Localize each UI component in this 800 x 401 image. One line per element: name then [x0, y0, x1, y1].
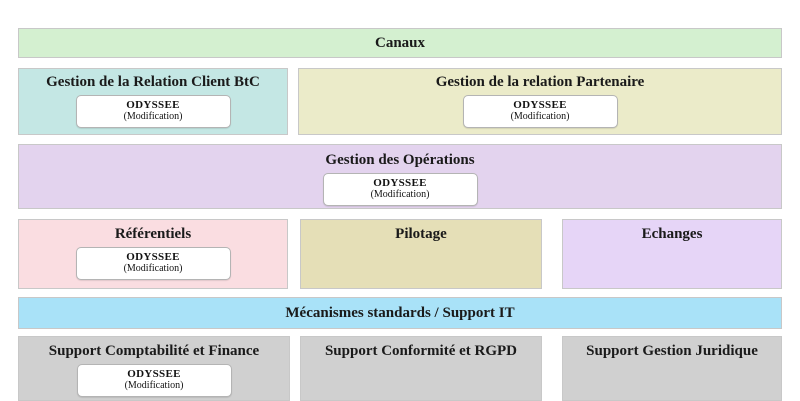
app-box-odyssee-partenaire[interactable]: ODYSSEE (Modification) — [462, 94, 618, 128]
app-name: ODYSSEE — [373, 176, 427, 189]
app-status: (Modification) — [510, 111, 570, 123]
block-support-gestion-juridique-title: Support Gestion Juridique — [586, 343, 758, 359]
column-gap — [542, 219, 562, 289]
row-mecanismes-standards: Mécanismes standards / Support IT — [18, 297, 782, 329]
block-support-comptabilite-finance[interactable]: Support Comptabilité et Finance ODYSSEE … — [18, 336, 290, 401]
app-name: ODYSSEE — [126, 250, 180, 263]
block-canaux[interactable]: Canaux — [18, 28, 782, 58]
block-canaux-title: Canaux — [374, 35, 426, 52]
app-status: (Modification) — [123, 111, 183, 123]
block-pilotage[interactable]: Pilotage — [300, 219, 542, 289]
app-name: ODYSSEE — [126, 98, 180, 111]
block-support-gestion-juridique[interactable]: Support Gestion Juridique — [562, 336, 782, 401]
block-echanges[interactable]: Echanges — [562, 219, 782, 289]
row-operations: Gestion des Opérations ODYSSEE (Modifica… — [18, 144, 782, 209]
block-gestion-relation-partenaire-title: Gestion de la relation Partenaire — [435, 74, 645, 90]
block-referentiels[interactable]: Référentiels ODYSSEE (Modification) — [18, 219, 288, 289]
app-name: ODYSSEE — [127, 367, 181, 380]
app-status: (Modification) — [123, 263, 183, 275]
app-box-odyssee-referentiels[interactable]: ODYSSEE (Modification) — [75, 246, 231, 280]
app-status: (Modification) — [370, 189, 430, 201]
block-gestion-relation-client-btc-title: Gestion de la Relation Client BtC — [46, 74, 260, 90]
app-status: (Modification) — [124, 380, 184, 392]
column-gap — [290, 336, 300, 401]
block-gestion-des-operations[interactable]: Gestion des Opérations ODYSSEE (Modifica… — [18, 144, 782, 209]
app-box-odyssee-operations[interactable]: ODYSSEE (Modification) — [322, 172, 478, 206]
block-gestion-relation-partenaire[interactable]: Gestion de la relation Partenaire ODYSSE… — [298, 68, 782, 135]
row-socle: Référentiels ODYSSEE (Modification) Pilo… — [18, 219, 782, 289]
column-gap — [288, 219, 300, 289]
block-mecanismes-standards-support-it-title: Mécanismes standards / Support IT — [285, 305, 515, 322]
block-pilotage-title: Pilotage — [395, 226, 447, 242]
block-gestion-des-operations-title: Gestion des Opérations — [325, 152, 475, 168]
column-gap — [288, 68, 298, 135]
app-name: ODYSSEE — [513, 98, 567, 111]
block-mecanismes-standards-support-it[interactable]: Mécanismes standards / Support IT — [18, 297, 782, 329]
row-canaux: Canaux — [18, 28, 782, 58]
block-gestion-relation-client-btc[interactable]: Gestion de la Relation Client BtC ODYSSE… — [18, 68, 288, 135]
row-supports: Support Comptabilité et Finance ODYSSEE … — [18, 336, 782, 401]
block-support-comptabilite-finance-title: Support Comptabilité et Finance — [48, 343, 260, 359]
column-gap — [542, 336, 562, 401]
app-box-odyssee-comptabilite[interactable]: ODYSSEE (Modification) — [76, 363, 232, 397]
block-echanges-title: Echanges — [641, 226, 703, 242]
block-support-conformite-rgpd-title: Support Conformité et RGPD — [324, 343, 518, 359]
block-referentiels-title: Référentiels — [114, 226, 192, 242]
block-support-conformite-rgpd[interactable]: Support Conformité et RGPD — [300, 336, 542, 401]
app-box-odyssee-client[interactable]: ODYSSEE (Modification) — [75, 94, 231, 128]
row-relation: Gestion de la Relation Client BtC ODYSSE… — [18, 68, 782, 135]
